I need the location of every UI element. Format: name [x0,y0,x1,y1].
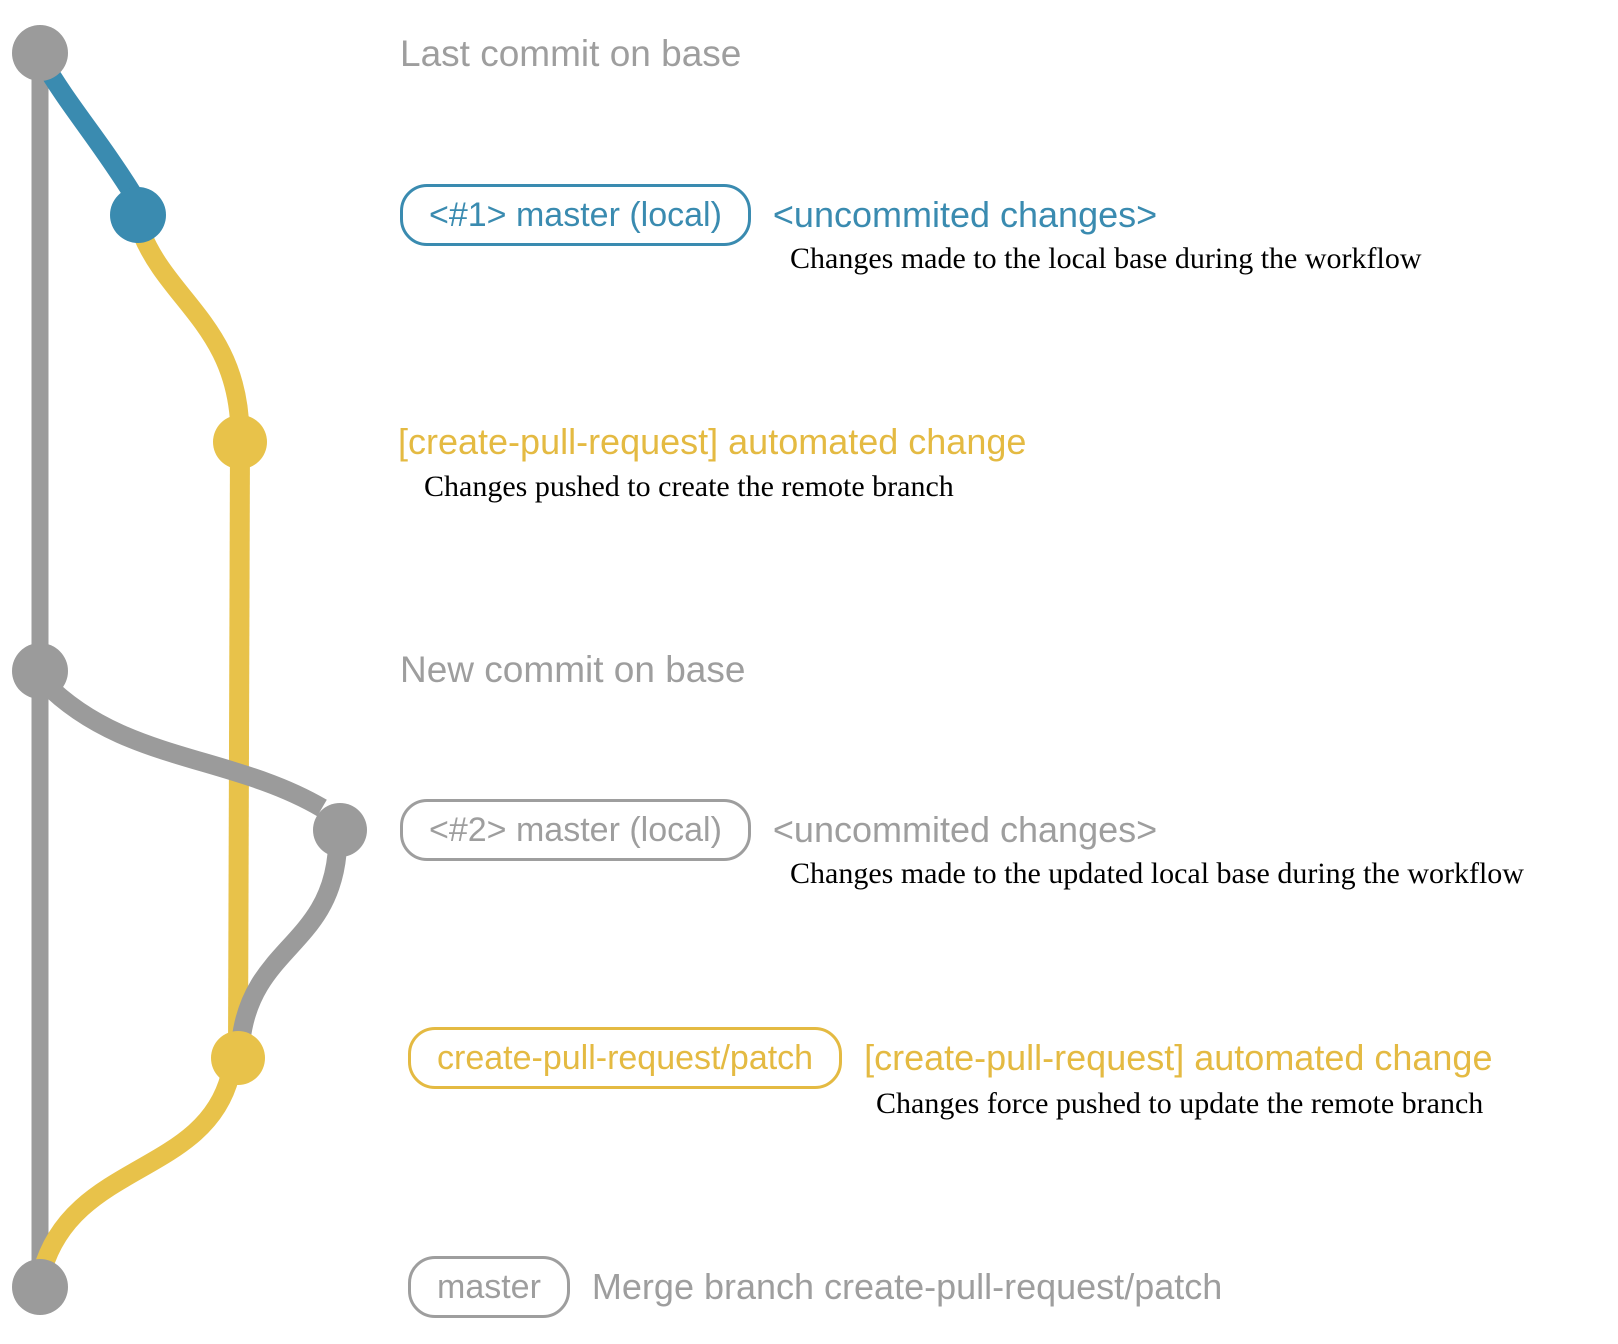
label-new-commit-on-base: New commit on base [400,649,746,690]
patch-branch-line [228,441,250,1051]
commit-message-uncommited-1: <uncommited changes> [772,194,1158,235]
row-patch-2: create-pull-request/patch [create-pull-r… [408,1027,1492,1089]
commit-message-uncommited-2: <uncommited changes> [772,809,1158,850]
row-merge: master Merge branch create-pull-request/… [408,1256,1222,1318]
description-push-create: Changes pushed to create the remote bran… [424,470,954,503]
description-local-changes-2: Changes made to the updated local base d… [790,857,1524,890]
commit-message-merge: Merge branch create-pull-request/patch [591,1266,1223,1307]
commit-message-automated-change-1: [create-pull-request] automated change [398,421,1027,462]
patch-branch-curve-1 [133,230,250,433]
merge-curve [32,1073,240,1275]
commit-dot-new-commit-on-base [12,643,68,699]
description-local-changes-1: Changes made to the local base during th… [790,242,1422,275]
commit-dot-local-master-2 [313,803,367,857]
commit-dot-patch-1 [213,415,267,469]
row-local-master-1: <#1> master (local) <uncommited changes> [400,184,1157,246]
label-last-commit-on-base: Last commit on base [400,33,742,74]
branch-badge-patch: create-pull-request/patch [408,1027,843,1089]
commit-message-automated-change-2: [create-pull-request] automated change [864,1037,1493,1078]
row-local-master-2: <#2> master (local) <uncommited changes> [400,799,1157,861]
local-branch-1-curve [33,55,143,202]
local-branch-2-curve-b [231,852,347,1042]
branch-badge-master-local-1: <#1> master (local) [400,184,751,246]
commit-dot-merge [12,1259,68,1315]
row-patch-1: [create-pull-request] automated change [398,420,1026,464]
commit-dot-local-master-1 [110,187,166,243]
commit-dot-last-commit-on-base [12,25,68,81]
description-force-push-update: Changes force pushed to update the remot… [876,1087,1484,1120]
branch-badge-master: master [408,1256,570,1318]
commit-dot-patch-2 [211,1031,265,1085]
local-branch-2-curve-a [37,675,327,817]
branch-badge-master-local-2: <#2> master (local) [400,799,751,861]
